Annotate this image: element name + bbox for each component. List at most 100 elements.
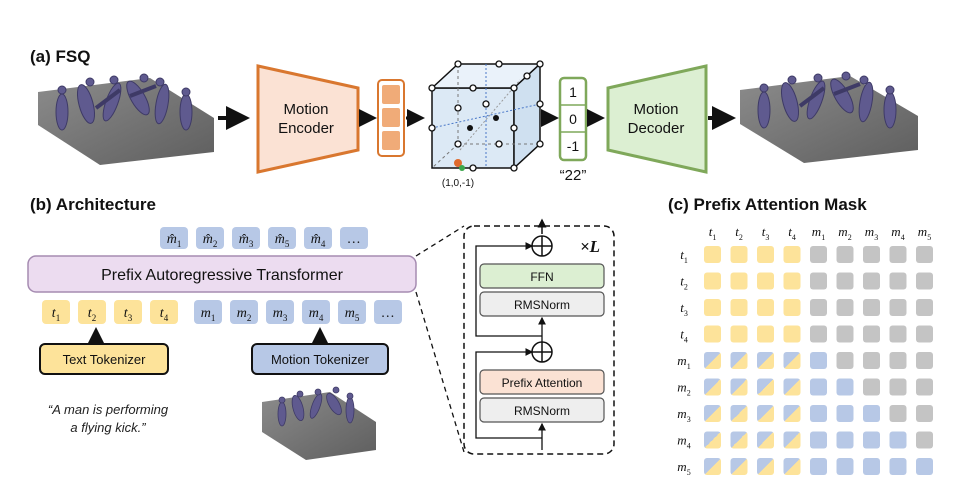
motion-sequence-output-image [740, 71, 918, 163]
input-text-token [42, 300, 70, 324]
encoder-label-line1: Motion [283, 101, 328, 118]
mask-cell [704, 299, 721, 316]
mask-col-label-subscript: 2 [848, 233, 852, 242]
mask-row-label-subscript: 4 [684, 336, 688, 345]
mask-row-label: m1 [677, 353, 690, 371]
output-token [340, 227, 368, 249]
mask-cell [704, 431, 721, 449]
mask-cell [810, 299, 827, 316]
prefix-ar-transformer-block [27, 255, 417, 293]
mask-cell [783, 352, 801, 369]
mask-cell [730, 299, 748, 316]
text-tokenizer-label: Text Tokenizer [63, 352, 147, 367]
input-motion-token [230, 300, 258, 324]
input-text-token-label: t3 [124, 306, 133, 323]
code-index-caption: “22” [560, 167, 587, 184]
mask-cell [889, 299, 907, 316]
mask-row-label-subscript: 4 [687, 442, 691, 451]
mask-cell [704, 405, 721, 422]
mask-cell [704, 458, 721, 475]
rmsnorm-bottom-block [479, 397, 605, 423]
input-text-token [150, 300, 178, 324]
mask-col-label-subscript: 3 [765, 233, 769, 242]
mask-cell [783, 299, 801, 316]
output-token-label-subscript: 1 [177, 239, 182, 249]
mask-cell [863, 299, 880, 316]
mask-cell [889, 246, 907, 263]
input-motion-token [374, 300, 402, 324]
mask-cell [730, 352, 748, 369]
prompt-quote-line2: a flying kick.” [70, 420, 146, 435]
mask-col-label: m4 [891, 224, 904, 242]
mask-cell [889, 378, 907, 396]
mask-col-label: m5 [918, 224, 931, 242]
input-text-token [114, 300, 142, 324]
mask-cell [916, 378, 933, 396]
mask-cell [889, 352, 907, 369]
input-text-token-label-subscript: 1 [56, 313, 61, 323]
mask-cell [704, 352, 721, 369]
output-token [232, 227, 260, 249]
mask-cell [889, 272, 907, 290]
mask-cell [730, 325, 748, 343]
mask-cell [810, 378, 827, 396]
mask-cell [863, 405, 880, 422]
mask-cell [730, 458, 748, 475]
output-token [160, 227, 188, 249]
motion-tokenizer-label: Motion Tokenizer [271, 352, 370, 367]
mask-col-label-subscript: 4 [901, 233, 905, 242]
mask-col-label-subscript: 3 [874, 233, 878, 242]
mask-cell [836, 325, 854, 343]
motion-encoder-block [256, 64, 360, 174]
mask-cell [889, 405, 907, 422]
mask-cell [916, 325, 933, 343]
mask-cell [730, 431, 748, 449]
mask-col-label-subscript: 4 [792, 233, 796, 242]
mask-col-label: t3 [762, 224, 770, 242]
mask-cell [810, 405, 827, 422]
mask-row-label: m5 [677, 459, 690, 477]
layer-repeat-label: ×L [580, 237, 600, 256]
mask-cell [757, 272, 774, 290]
mask-col-label-subscript: 5 [927, 233, 931, 242]
transformer-label: Prefix Autoregressive Transformer [101, 267, 344, 284]
mask-cell [863, 431, 880, 449]
input-text-token-label-subscript: 2 [92, 313, 97, 323]
input-motion-token-label-subscript: 2 [247, 313, 252, 323]
input-text-token-label-subscript: 4 [164, 313, 169, 323]
mask-cell [836, 299, 854, 316]
mask-cell [916, 299, 933, 316]
mask-cell [730, 405, 748, 422]
mask-cell [704, 325, 721, 343]
mask-col-label-subscript: 1 [821, 233, 825, 242]
mask-cell [916, 431, 933, 449]
zoom-line-bottom [415, 291, 465, 453]
residual-skip-bottom [475, 348, 542, 439]
mask-row-label-subscript: 2 [687, 389, 691, 398]
mask-cell [916, 405, 933, 422]
residual-skip-top [475, 242, 542, 337]
mask-row-label: t1 [680, 247, 688, 265]
input-motion-token [338, 300, 366, 324]
mask-row-label-subscript: 2 [684, 283, 688, 292]
mask-cell [863, 272, 880, 290]
input-text-token [78, 300, 106, 324]
architecture-title: (b) Architecture [30, 195, 156, 214]
mask-cell [730, 272, 748, 290]
input-motion-token [266, 300, 294, 324]
mask-col-label-subscript: 2 [739, 233, 743, 242]
mask-cell [810, 458, 827, 475]
mask-row-label: t4 [680, 327, 688, 345]
mask-cell [783, 378, 801, 396]
fsq-quantization-cube [428, 60, 544, 172]
mask-cell [836, 405, 854, 422]
code-value-2: 0 [569, 111, 577, 127]
mask-cell [810, 272, 827, 290]
mask-cell [836, 458, 854, 475]
motion-sequence-input-image [38, 73, 214, 165]
output-token-label-subscript: 3 [249, 239, 254, 249]
mask-cell [836, 246, 854, 263]
mask-cell [863, 246, 880, 263]
